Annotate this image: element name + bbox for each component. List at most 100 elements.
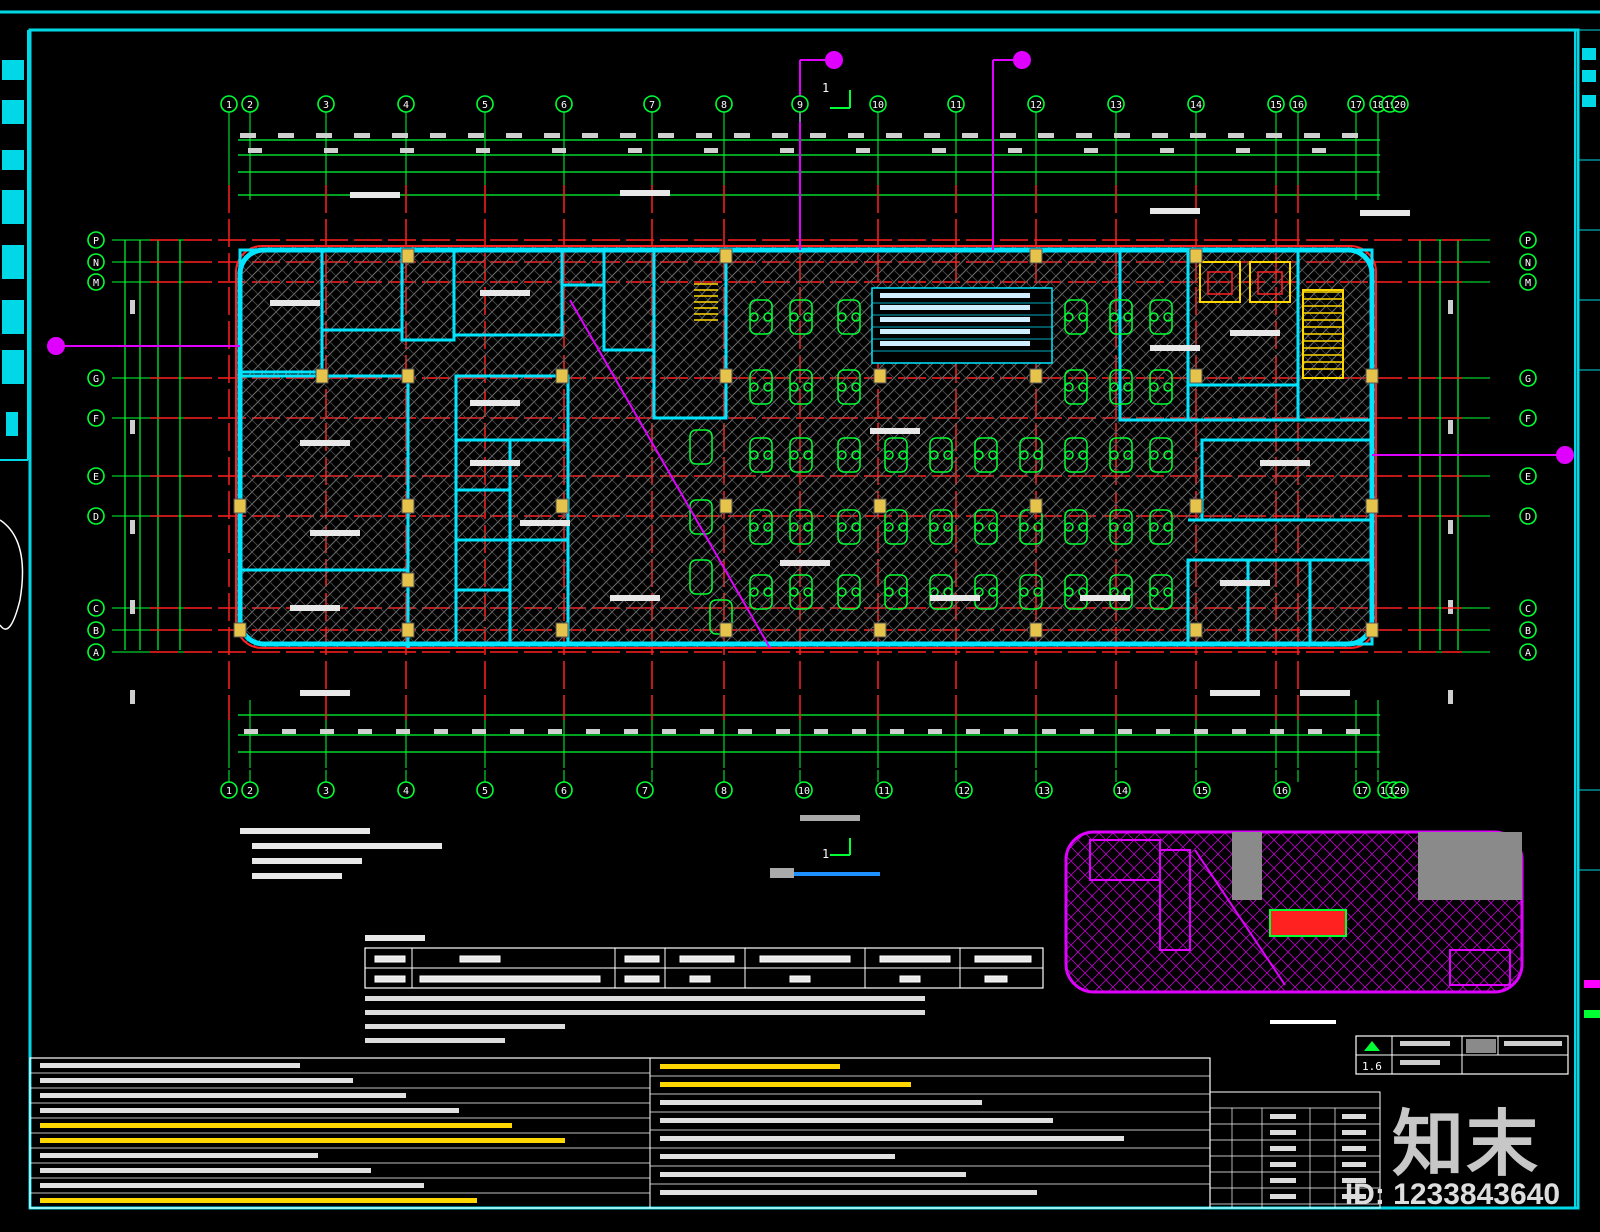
table xyxy=(689,559,713,595)
dim-text xyxy=(430,133,446,138)
chair xyxy=(1064,522,1074,532)
chair xyxy=(1163,382,1173,392)
axis-bubble-left-label: F xyxy=(93,414,99,425)
leader-lines xyxy=(47,51,1574,649)
chair xyxy=(851,587,861,597)
column xyxy=(233,622,247,638)
axis-bubble-right-label: C xyxy=(1525,604,1531,615)
axis-bubble-bottom xyxy=(795,781,813,799)
dim-text xyxy=(704,148,718,153)
axis-bubble-top xyxy=(1391,95,1409,113)
room-label xyxy=(1230,330,1280,336)
note-text xyxy=(40,1108,459,1113)
axis-bubble-bottom-label: 13 xyxy=(1038,786,1050,797)
dim-text xyxy=(1076,133,1092,138)
axis-bubble-top-label: 6 xyxy=(561,100,567,111)
column xyxy=(719,622,733,638)
chair xyxy=(749,450,759,460)
dim-text xyxy=(932,148,946,153)
chair xyxy=(837,450,847,460)
legend-small-value: 1.6 xyxy=(1362,1060,1382,1073)
left-title-strip xyxy=(0,30,29,630)
chair xyxy=(803,587,813,597)
dim-text xyxy=(392,133,408,138)
chair xyxy=(898,450,908,460)
axis-bubble-bottom-label: 20 xyxy=(1394,786,1406,797)
table-text xyxy=(459,955,501,963)
column xyxy=(555,498,569,514)
small-text xyxy=(1342,1130,1366,1135)
axis-bubble-bottom-label: 6 xyxy=(561,786,567,797)
note-text xyxy=(660,1082,911,1087)
axis-bubble-right xyxy=(1519,621,1537,639)
note-text xyxy=(40,1123,512,1128)
chair xyxy=(749,587,759,597)
chair xyxy=(929,450,939,460)
chair xyxy=(763,587,773,597)
column xyxy=(1365,498,1379,514)
chair xyxy=(1149,312,1159,322)
axis-bubble-bottom-label: 10 xyxy=(798,786,810,797)
chair xyxy=(898,522,908,532)
chair xyxy=(837,382,847,392)
axis-bubble-bottom-label: 14 xyxy=(1116,786,1128,797)
general-notes-table xyxy=(29,1057,1381,1209)
room-label xyxy=(1220,580,1270,586)
dim-text xyxy=(1004,729,1018,734)
room-label xyxy=(1150,208,1200,214)
axis-bubble-top-label: 20 xyxy=(1394,100,1406,111)
axis-bubble-left xyxy=(87,599,105,617)
chair xyxy=(837,522,847,532)
stair-left xyxy=(694,283,718,321)
axis-bubble-left-label: B xyxy=(93,626,99,637)
axis-bubble-right-label: E xyxy=(1525,472,1531,483)
dim-text xyxy=(1448,600,1453,614)
column xyxy=(1029,498,1043,514)
axis-bubble-left-label: D xyxy=(93,512,99,523)
note-text xyxy=(40,1198,477,1203)
dim-text xyxy=(400,148,414,153)
axis-bubble-left-label: P xyxy=(93,236,99,247)
chair xyxy=(851,522,861,532)
chair xyxy=(789,382,799,392)
room-label xyxy=(1360,210,1410,216)
axis-bubble-right-label: A xyxy=(1525,648,1531,659)
axis-bubble-bottom-label: 15 xyxy=(1196,786,1208,797)
dim-text xyxy=(1194,729,1208,734)
dim-text xyxy=(548,729,562,734)
dim-text xyxy=(1266,133,1282,138)
room-label xyxy=(270,300,320,306)
axis-bubble-left xyxy=(87,621,105,639)
column xyxy=(1189,248,1203,264)
axis-bubble-bottom-label: 17 xyxy=(1356,786,1368,797)
column xyxy=(233,498,247,514)
axis-bubble-bottom-label: 3 xyxy=(323,786,329,797)
dim-text xyxy=(662,729,676,734)
table-text xyxy=(624,975,660,983)
axis-bubble-left-label: C xyxy=(93,604,99,615)
dim-text xyxy=(586,729,600,734)
chair xyxy=(1163,522,1173,532)
axis-bubble-top-label: 14 xyxy=(1190,100,1202,111)
chair xyxy=(837,312,847,322)
dim-text xyxy=(738,729,752,734)
dim-text xyxy=(130,600,135,614)
dim-text xyxy=(1236,148,1250,153)
dim-text xyxy=(358,729,372,734)
room-label xyxy=(290,605,340,611)
axis-bubble-bottom-label: 5 xyxy=(482,786,488,797)
axis-bubble-top-label: 12 xyxy=(1030,100,1042,111)
dim-text xyxy=(248,148,262,153)
axis-bubble-right-label: M xyxy=(1525,278,1531,289)
axis-bubble-bottom-label: 11 xyxy=(878,786,890,797)
dim-text xyxy=(320,729,334,734)
column xyxy=(401,498,415,514)
note-text xyxy=(660,1190,1037,1195)
room-label xyxy=(930,595,980,601)
chair xyxy=(1123,450,1133,460)
column xyxy=(1189,622,1203,638)
axis-bubble-right-label: B xyxy=(1525,626,1531,637)
axis-bubble-right-label: P xyxy=(1525,236,1531,247)
dim-text xyxy=(434,729,448,734)
note-text xyxy=(660,1100,982,1105)
